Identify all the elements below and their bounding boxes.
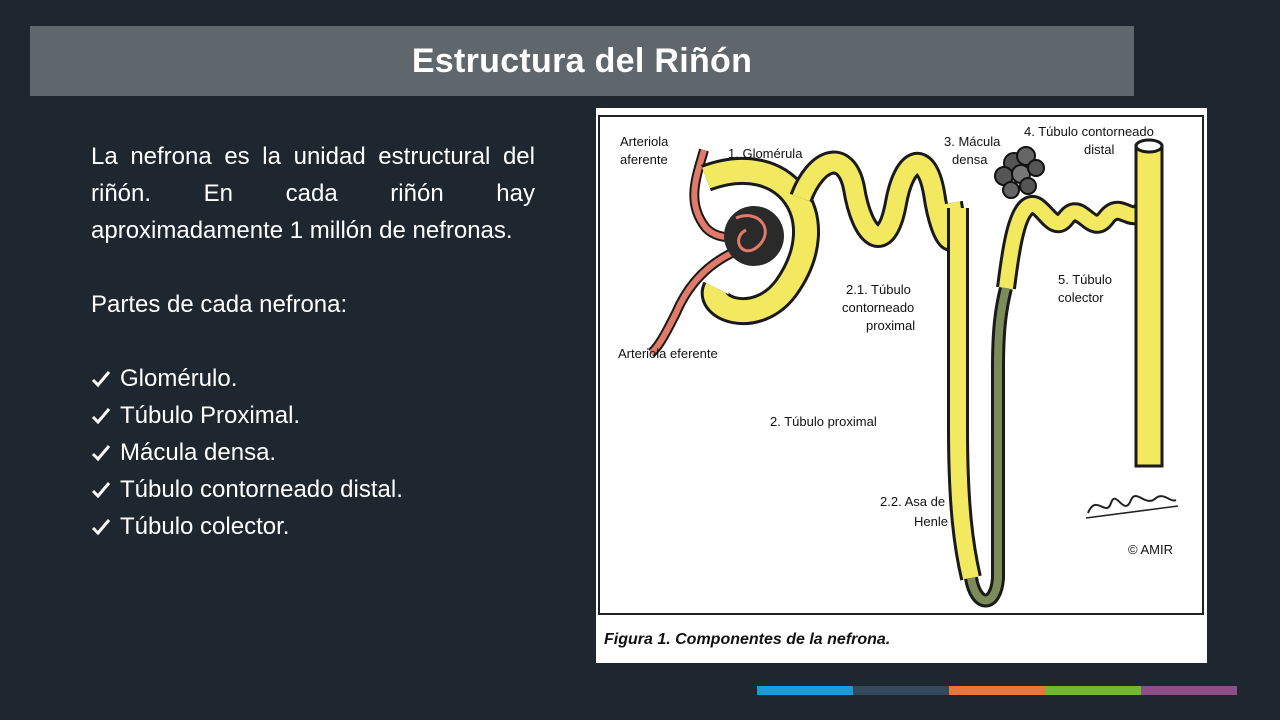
collecting-tubule-opening bbox=[1134, 138, 1164, 154]
checkmark-icon bbox=[91, 370, 113, 388]
accent-segment bbox=[1141, 686, 1237, 695]
collecting-tubule bbox=[1134, 144, 1164, 468]
label-macula-1: 3. Mácula bbox=[944, 134, 1001, 149]
slide-title: Estructura del Riñón bbox=[411, 41, 753, 80]
checkmark-icon bbox=[91, 518, 113, 536]
efferent-arteriole bbox=[649, 245, 746, 356]
bowman-capsule bbox=[702, 159, 817, 323]
label-distal-2: distal bbox=[1084, 142, 1114, 157]
label-henle-2: Henle bbox=[914, 514, 948, 529]
label-macula-2: densa bbox=[952, 152, 988, 167]
intro-paragraph: La nefrona es la unidad estructural del … bbox=[91, 143, 535, 244]
parts-heading: Partes de cada nefrona: bbox=[91, 291, 348, 318]
list-item: Túbulo contorneado distal. bbox=[91, 471, 535, 508]
list-item: Túbulo colector. bbox=[91, 508, 535, 545]
spacer bbox=[91, 249, 535, 286]
list-item-label: Túbulo Proximal. bbox=[120, 402, 301, 429]
accent-bar bbox=[757, 686, 1237, 695]
label-arteriola-aferente-1: Arteriola bbox=[620, 134, 669, 149]
label-colector-2: colector bbox=[1058, 290, 1104, 305]
label-glomerula: 1. Glomérula bbox=[728, 146, 803, 161]
figure-caption: Figura 1. Componentes de la nefrona. bbox=[604, 631, 890, 648]
checkmark-icon bbox=[91, 481, 113, 499]
distal-convoluted-tubule bbox=[999, 198, 1150, 289]
label-tubulo-proximal: 2. Túbulo proximal bbox=[770, 414, 877, 429]
label-prox-conv-2: contorneado bbox=[842, 300, 914, 315]
list-item-label: Túbulo contorneado distal. bbox=[120, 476, 403, 503]
list-item-label: Túbulo colector. bbox=[120, 513, 290, 540]
figure-frame bbox=[598, 115, 1204, 615]
accent-segment bbox=[853, 686, 949, 695]
accent-segment bbox=[757, 686, 853, 695]
list-item: Mácula densa. bbox=[91, 434, 535, 471]
checkmark-icon bbox=[91, 444, 113, 462]
glomerulus-capillary bbox=[735, 214, 767, 253]
list-item: Glomérulo. bbox=[91, 360, 535, 397]
label-prox-conv-1: 2.1. Túbulo bbox=[846, 282, 911, 297]
proximal-convoluted-tubule bbox=[792, 153, 963, 249]
label-distal-1: 4. Túbulo contorneado bbox=[1024, 124, 1154, 139]
loop-of-henle bbox=[967, 287, 1010, 605]
checkmark-icon bbox=[91, 407, 113, 425]
label-copyright: © AMIR bbox=[1128, 542, 1173, 557]
glomerulus bbox=[724, 206, 784, 266]
parts-list: Glomérulo. Túbulo Proximal. Mácula densa… bbox=[91, 360, 535, 545]
signature bbox=[1087, 495, 1177, 514]
label-arteriola-eferente: Arteriola eferente bbox=[618, 346, 718, 361]
list-item-label: Glomérulo. bbox=[120, 365, 238, 392]
macula-densa bbox=[994, 146, 1045, 199]
label-arteriola-aferente-2: aferente bbox=[620, 152, 668, 167]
list-item-label: Mácula densa. bbox=[120, 439, 277, 466]
list-item: Túbulo Proximal. bbox=[91, 397, 535, 434]
label-henle-1: 2.2. Asa de bbox=[880, 494, 945, 509]
label-prox-conv-3: proximal bbox=[866, 318, 915, 333]
nephron-figure: Arteriola aferente 1. Glomérula 3. Mácul… bbox=[596, 108, 1207, 663]
spacer bbox=[91, 323, 535, 360]
signature-underline bbox=[1085, 505, 1179, 519]
content-text: La nefrona es la unidad estructural del … bbox=[91, 138, 535, 545]
label-colector-1: 5. Túbulo bbox=[1058, 272, 1112, 287]
title-bar: Estructura del Riñón bbox=[30, 26, 1134, 96]
accent-segment bbox=[949, 686, 1045, 695]
descending-limb bbox=[950, 208, 979, 580]
nephron-diagram: Arteriola aferente 1. Glomérula 3. Mácul… bbox=[598, 115, 1204, 648]
accent-segment bbox=[1045, 686, 1141, 695]
